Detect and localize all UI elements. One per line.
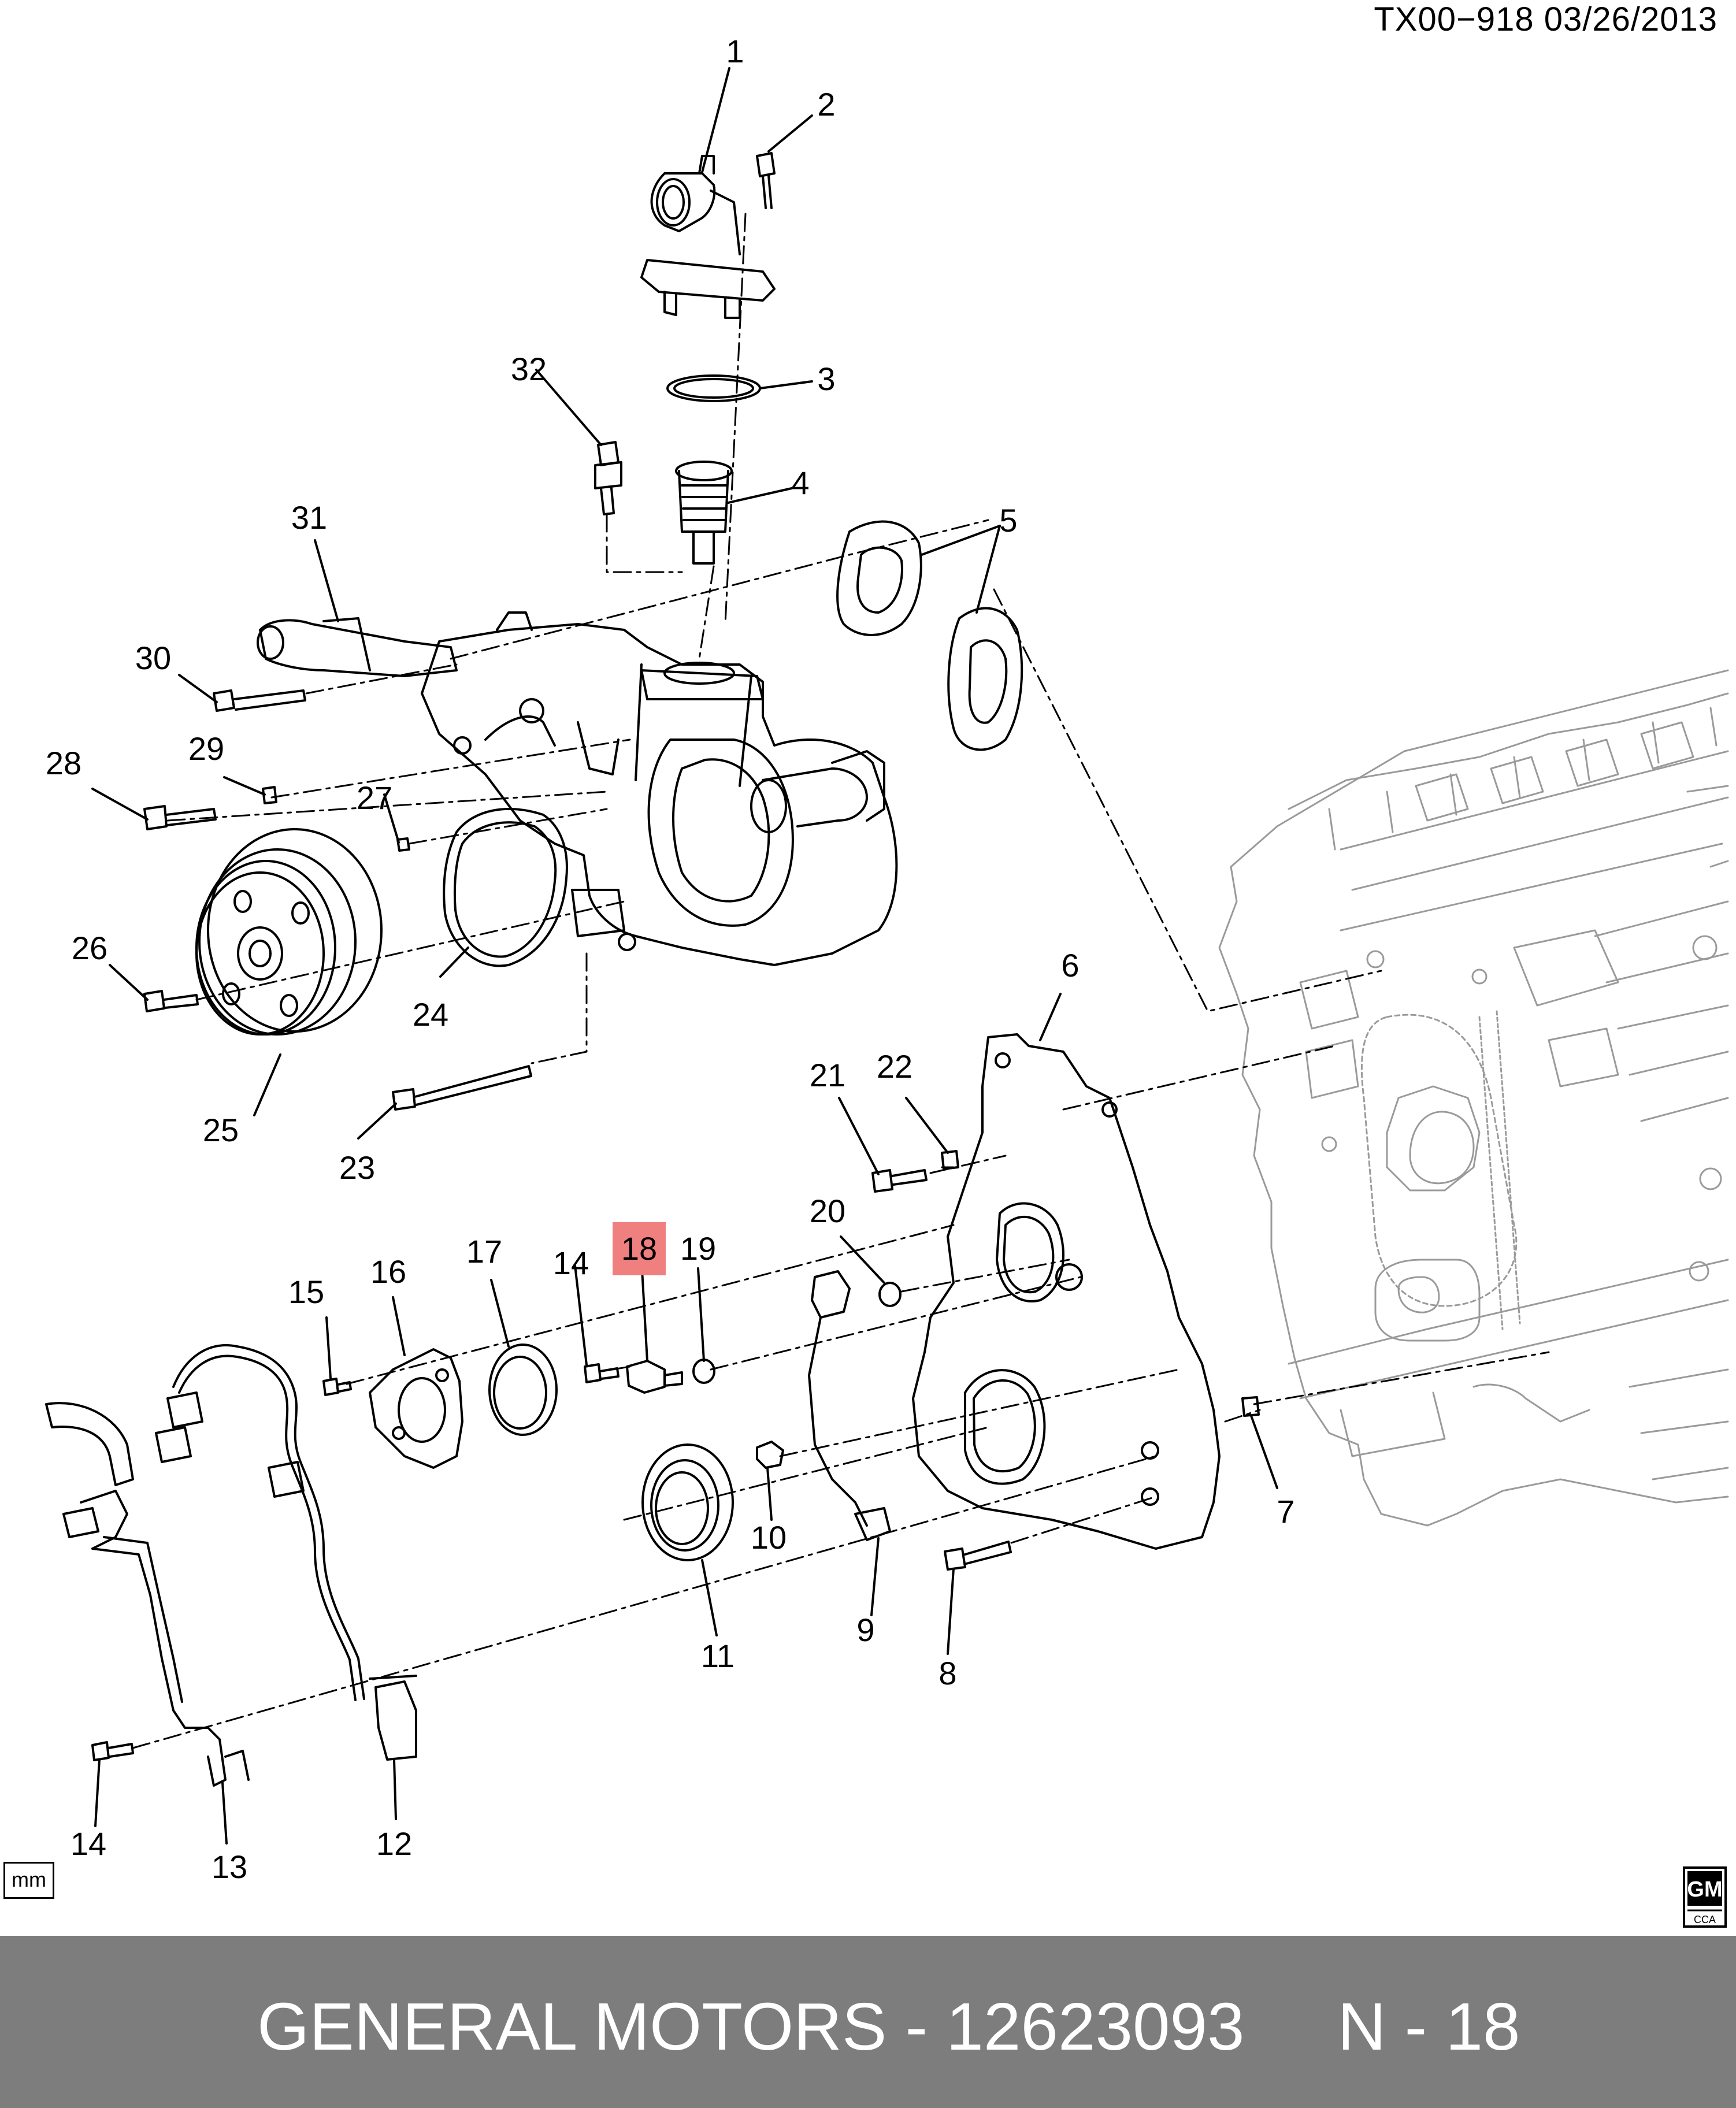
front-cover-6 — [912, 1033, 1221, 1550]
water-pump-housing — [421, 611, 898, 966]
gm-logo-icon: GM CCA — [1683, 1866, 1727, 1928]
sensor-18 — [626, 1360, 683, 1394]
callout-19: 19 — [680, 1230, 716, 1267]
callout-11: 11 — [701, 1638, 735, 1674]
gasket-24 — [443, 808, 568, 967]
o-ring-20 — [878, 1282, 902, 1307]
callout-10: 10 — [751, 1519, 787, 1556]
bolt-14-lower — [91, 1741, 134, 1761]
sensor-harness-9 — [808, 1270, 891, 1541]
callout-16: 16 — [370, 1253, 406, 1290]
sensor-32 — [594, 441, 622, 515]
leader-lines — [91, 67, 1278, 1844]
callout-24: 24 — [413, 996, 448, 1033]
callout-20: 20 — [810, 1193, 845, 1229]
bolt-15 — [322, 1378, 352, 1396]
callout-27: 27 — [357, 780, 392, 816]
nut-10 — [756, 1441, 784, 1469]
callout-21: 21 — [810, 1057, 845, 1093]
highlight-box-18 — [613, 1222, 666, 1275]
dowel-7 — [1241, 1396, 1260, 1417]
bolt-14-upper — [584, 1363, 620, 1383]
bolt-21 — [871, 1169, 928, 1193]
exploded-view-drawing: 1 2 3 4 5 6 7 8 9 10 11 12 13 14 14 15 1… — [45, 33, 1729, 1885]
callout-18: 18 — [621, 1230, 657, 1267]
callout-28: 28 — [46, 745, 81, 781]
bolt-2 — [756, 152, 776, 209]
callout-labels: 1 2 3 4 5 6 7 8 9 10 11 12 13 14 14 15 1… — [46, 33, 1295, 1885]
gm-logo-bottom: CCA — [1694, 1914, 1716, 1925]
gasket-5 — [836, 520, 1023, 751]
seal-ring-3-inner — [673, 378, 754, 399]
callout-6: 6 — [1061, 947, 1079, 984]
callout-15: 15 — [288, 1274, 324, 1310]
bolt-28 — [143, 805, 217, 830]
callout-2: 2 — [817, 86, 835, 123]
callout-13: 13 — [212, 1849, 247, 1885]
callout-23: 23 — [339, 1149, 375, 1186]
callout-25: 25 — [203, 1112, 239, 1148]
callout-7: 7 — [1277, 1493, 1294, 1530]
callout-14-lower: 14 — [71, 1825, 106, 1862]
thermostat-4 — [675, 461, 733, 565]
pulley-25 — [195, 828, 383, 1036]
seal-17 — [488, 1344, 558, 1436]
bolt-8 — [944, 1541, 1012, 1571]
bolt-26 — [143, 990, 199, 1012]
callout-9: 9 — [856, 1612, 874, 1648]
engine-block — [1218, 669, 1729, 1527]
callout-14-upper: 14 — [553, 1245, 589, 1281]
callout-3: 3 — [817, 361, 835, 397]
callout-32: 32 — [511, 351, 547, 387]
callout-29: 29 — [188, 730, 224, 767]
stud-22 — [941, 1150, 959, 1170]
footer-text: GENERAL MOTORS - 12623093 N - 18 — [257, 1989, 1520, 2064]
unit-badge: mm — [3, 1862, 54, 1899]
thermostat-housing — [640, 155, 776, 319]
bolt-27 — [396, 837, 410, 852]
callout-8: 8 — [939, 1655, 956, 1691]
footer-bar — [0, 1936, 1736, 2108]
bolt-29 — [262, 786, 277, 804]
o-ring-19 — [692, 1359, 715, 1384]
bracket-16 — [369, 1348, 463, 1469]
document-id: TX00−918 03/26/2013 — [1374, 1, 1718, 38]
callout-4: 4 — [791, 465, 809, 501]
callout-5: 5 — [999, 502, 1017, 539]
callout-1: 1 — [726, 33, 744, 69]
centerlines — [132, 213, 1550, 1749]
callout-30: 30 — [135, 640, 171, 676]
bolt-30 — [213, 689, 306, 712]
bracket-13 — [45, 1402, 250, 1787]
front-seal-11 — [641, 1443, 734, 1561]
bolt-23 — [392, 1065, 532, 1111]
callout-22: 22 — [877, 1048, 912, 1085]
water-outlet-31 — [257, 617, 458, 677]
gm-logo-top: GM — [1687, 1877, 1722, 1902]
callout-17: 17 — [466, 1233, 502, 1270]
wiring-harness-12 — [155, 1344, 417, 1761]
callout-31: 31 — [291, 499, 327, 536]
callout-26: 26 — [72, 930, 107, 966]
callout-12: 12 — [376, 1825, 412, 1862]
